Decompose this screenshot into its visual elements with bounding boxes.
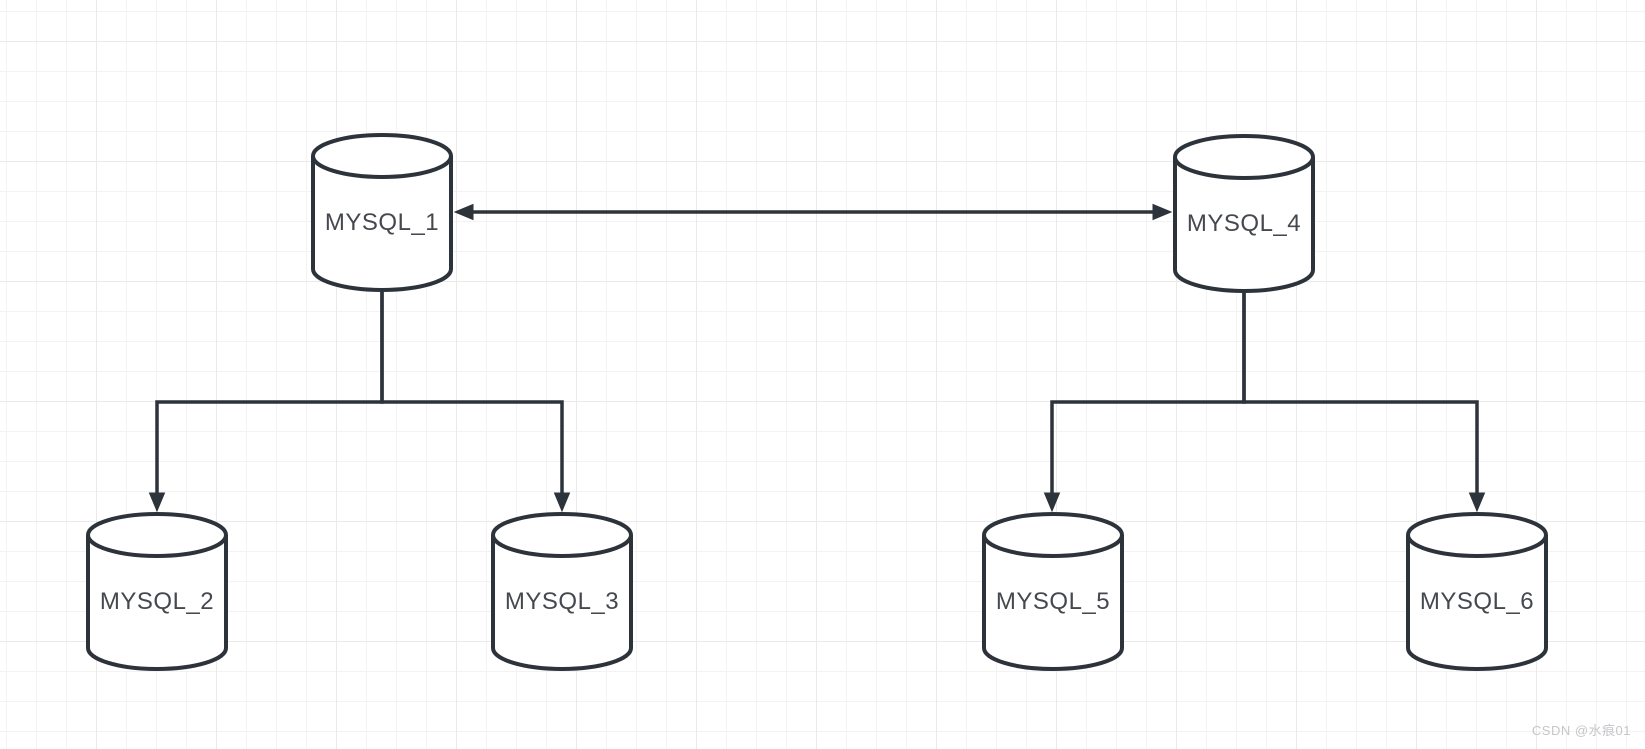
watermark: CSDN @水痕01 — [1531, 723, 1631, 738]
database-cylinder-icon — [1406, 512, 1548, 671]
node-mysql-3[interactable]: MYSQL_3 — [491, 512, 633, 671]
node-mysql-1[interactable]: MYSQL_1 — [311, 133, 453, 292]
edge-mysql1-mysql3[interactable] — [380, 292, 571, 513]
node-label: MYSQL_2 — [99, 588, 215, 615]
node-label: MYSQL_3 — [504, 588, 620, 615]
edge-mysql4-mysql5[interactable] — [1043, 293, 1246, 513]
node-mysql-6[interactable]: MYSQL_6 — [1406, 512, 1548, 671]
node-label: MYSQL_6 — [1419, 588, 1535, 615]
database-cylinder-icon — [311, 133, 453, 292]
node-mysql-2[interactable]: MYSQL_2 — [86, 512, 228, 671]
node-label: MYSQL_4 — [1186, 210, 1302, 237]
database-cylinder-icon — [1173, 134, 1315, 293]
edge-mysql1-mysql2[interactable] — [148, 292, 384, 513]
database-cylinder-icon — [86, 512, 228, 671]
database-cylinder-icon — [982, 512, 1124, 671]
edge-mysql4-mysql6[interactable] — [1242, 293, 1486, 513]
node-mysql-4[interactable]: MYSQL_4 — [1173, 134, 1315, 293]
node-mysql-5[interactable]: MYSQL_5 — [982, 512, 1124, 671]
node-label: MYSQL_5 — [995, 588, 1111, 615]
edge-mysql1-mysql4-bidirectional[interactable] — [453, 203, 1173, 221]
database-cylinder-icon — [491, 512, 633, 671]
node-label: MYSQL_1 — [324, 209, 440, 236]
